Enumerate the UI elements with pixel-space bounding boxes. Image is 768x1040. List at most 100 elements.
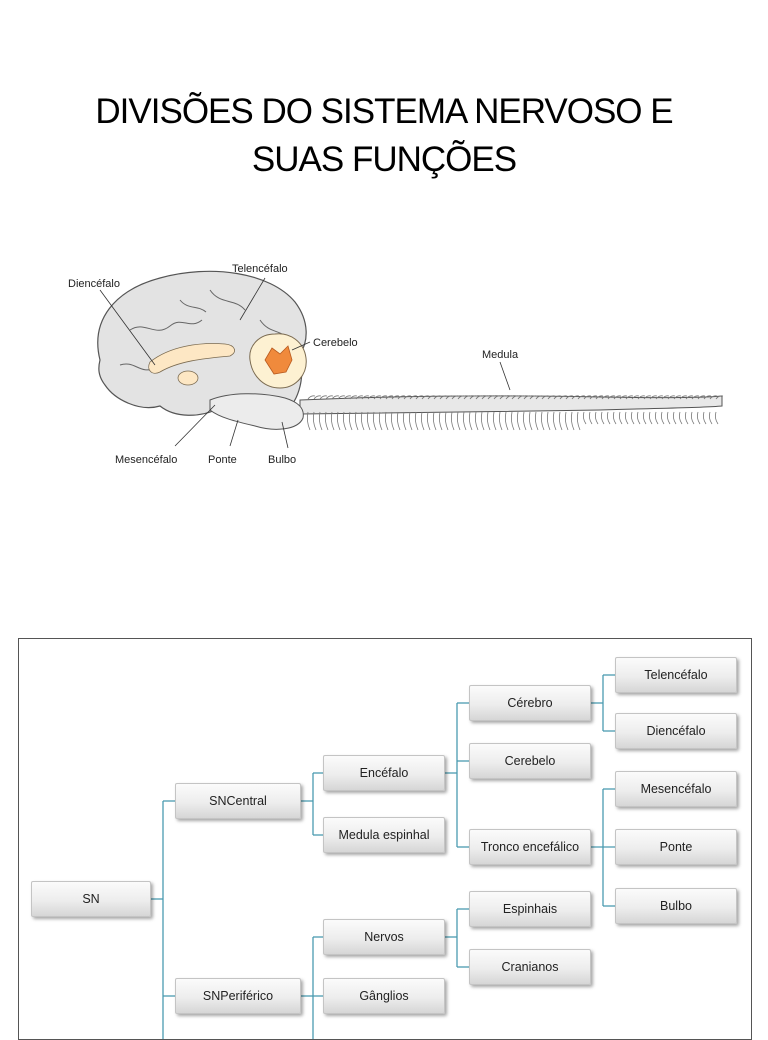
nerve-fiber-upper [439,395,448,400]
nerve-fiber-upper [457,395,466,400]
nerve-fiber-lower [540,411,545,431]
node-ganglios: Gânglios [323,978,445,1014]
nerve-fiber-lower [456,411,461,431]
nerve-fiber-lower [552,411,557,431]
nerve-fiber-upper [685,395,694,400]
node-telencefalo: Telencéfalo [615,657,737,693]
nerve-fiber-upper [493,395,502,400]
label-bulbo: Bulbo [268,454,296,466]
nerve-fiber-upper [709,395,718,400]
nerve-fiber-lower [696,411,701,425]
nerve-fiber-upper [589,395,598,400]
nerve-fiber-upper [667,395,676,400]
nerve-fiber-lower [396,411,401,431]
nerve-fiber-upper [559,395,568,400]
node-mesencefalo: Mesencéfalo [615,771,737,807]
nerve-fiber-upper [601,395,610,400]
nerve-fiber-upper [499,395,508,400]
nerve-fiber-upper [343,395,352,400]
nerve-fiber-upper [541,395,550,400]
nerve-fiber-upper [655,395,664,400]
nerve-fiber-upper [331,395,340,400]
nerve-fiber-upper [529,395,538,400]
node-cerebelo: Cerebelo [469,743,591,779]
title-line-1: DIVISÕES DO SISTEMA NERVOSO E [95,92,673,131]
nerve-fiber-lower [564,411,569,431]
nerve-fiber-lower [648,411,653,425]
node-sncentral: SNCentral [175,783,301,819]
nerve-fiber-upper [325,395,334,400]
nerve-fiber-upper [565,395,574,400]
nerve-fiber-lower [636,411,641,425]
nerve-fiber-lower [468,411,473,431]
nerve-fiber-lower [384,411,389,431]
nervous-system-illustration: Diencéfalo Telencéfalo Cerebelo Medula M… [68,263,724,466]
nerve-fiber-upper [595,395,604,400]
nerve-fiber-upper [679,395,688,400]
nerve-fiber-upper [535,395,544,400]
nerve-fiber-lower [366,411,371,431]
nerve-fiber-lower [672,411,677,425]
node-ponte: Ponte [615,829,737,865]
nerve-fiber-lower [348,411,353,431]
node-encefalo: Encéfalo [323,755,445,791]
nerve-fiber-lower [330,411,335,431]
nerve-fiber-upper [373,395,382,400]
nerve-fiber-upper [703,395,712,400]
nerve-fiber-lower [606,411,611,425]
nerve-fiber-upper [511,395,520,400]
nerve-fiber-lower [372,411,377,431]
nerve-fiber-lower [378,411,383,431]
nerve-fiber-lower [324,411,329,431]
nerve-fiber-lower [600,411,605,425]
nerve-fiber-upper [361,395,370,400]
node-cranianos: Cranianos [469,949,591,985]
nerve-fiber-lower [504,411,509,431]
node-bulbo: Bulbo [615,888,737,924]
nerve-fiber-lower [420,411,425,431]
nerve-fiber-lower [510,411,515,431]
nerve-fiber-upper [583,395,592,400]
nerve-fiber-upper [487,395,496,400]
spinal-nerve-fibers [306,395,724,431]
nerve-fiber-upper [673,395,682,400]
nerve-fiber-lower [666,411,671,425]
nerve-fiber-lower [318,411,323,431]
nerve-fiber-upper [571,395,580,400]
nerve-fiber-upper [319,395,328,400]
label-medula: Medula [482,349,519,361]
nerve-fiber-upper [415,395,424,400]
nerve-fiber-lower [528,411,533,431]
brain-sulci [119,289,291,371]
nerve-fiber-lower [546,411,551,431]
nerve-fiber-lower [498,411,503,431]
nerve-fiber-lower [576,411,581,431]
nerve-fiber-upper [553,395,562,400]
nerve-fiber-lower [690,411,695,425]
nerve-fiber-upper [715,395,724,400]
nerve-fiber-upper [463,395,472,400]
nerve-fiber-upper [355,395,364,400]
nerve-fiber-lower [306,411,311,431]
nerve-fiber-lower [360,411,365,431]
nerve-fiber-lower [480,411,485,431]
nerve-fiber-upper [625,395,634,400]
node-sn: SN [31,881,151,917]
nerve-fiber-upper [631,395,640,400]
nerve-fiber-lower [402,411,407,431]
label-mesencefalo: Mesencéfalo [115,454,177,466]
label-telencefalo: Telencéfalo [232,263,288,275]
nerve-fiber-lower [708,411,713,425]
nerve-fiber-upper [397,395,406,400]
nerve-fiber-lower [624,411,629,425]
nerve-fiber-lower [642,411,647,425]
nerve-fiber-lower [342,411,347,431]
nerve-fiber-lower [630,411,635,425]
node-tronco-encefalico: Tronco encefálico [469,829,591,865]
nerve-fiber-upper [337,395,346,400]
nerve-fiber-lower [450,411,455,431]
nerve-fiber-lower [678,411,683,425]
brainstem-shape [209,393,304,430]
diencephalon-shape [148,343,235,374]
node-nervos: Nervos [323,919,445,955]
